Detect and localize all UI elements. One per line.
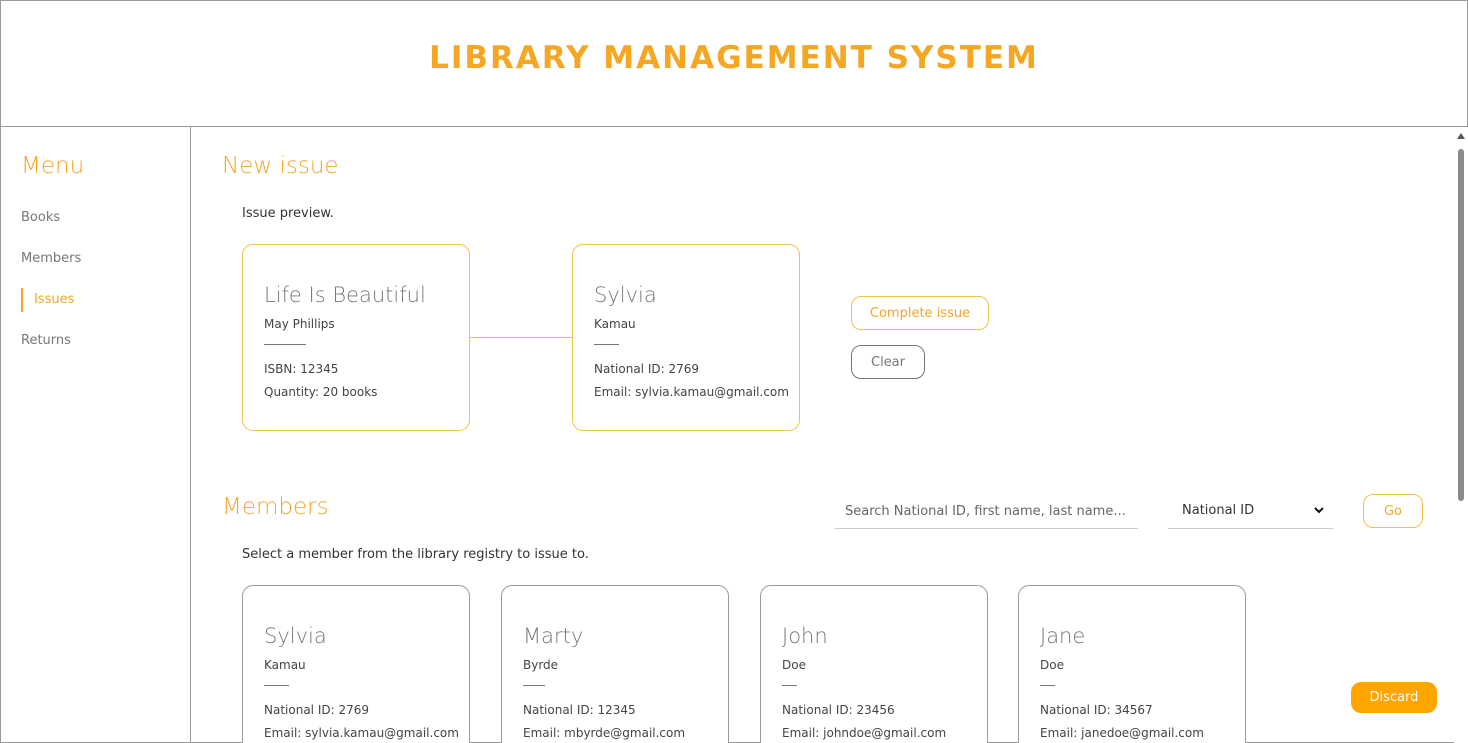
member-national-id: National ID: 34567: [1040, 703, 1153, 717]
member-card[interactable]: Sylvia Kamau National ID: 2769 Email: sy…: [242, 585, 470, 743]
arrow-up-icon[interactable]: [1457, 133, 1465, 139]
book-preview-card: Life Is Beautiful May Phillips ISBN: 123…: [242, 244, 470, 431]
divider: [264, 344, 306, 345]
divider: [523, 685, 545, 686]
search-filter-select[interactable]: National ID: [1168, 494, 1333, 529]
member-last-name: Kamau: [594, 317, 636, 331]
member-card[interactable]: Jane Doe National ID: 34567 Email: janed…: [1018, 585, 1246, 743]
book-author: May Phillips: [264, 317, 335, 331]
discard-button[interactable]: Discard: [1351, 682, 1437, 713]
main-content: New issue Issue preview. Life Is Beautif…: [192, 127, 1454, 743]
members-instruction-text: Select a member from the library registr…: [242, 547, 589, 562]
sidebar-item-returns[interactable]: Returns: [21, 333, 71, 348]
member-first-name: Sylvia: [264, 624, 327, 648]
member-last-name: Doe: [782, 658, 806, 672]
member-national-id: National ID: 2769: [594, 362, 699, 376]
sidebar-item-members[interactable]: Members: [21, 251, 82, 266]
complete-issue-button[interactable]: Complete issue: [851, 296, 989, 330]
member-last-name: Byrde: [523, 658, 559, 672]
members-title: Members: [222, 494, 329, 520]
member-first-name: Marty: [523, 624, 584, 648]
search-filter-value: National ID: [1182, 503, 1255, 518]
member-email: Email: johndoe@gmail.com: [782, 726, 947, 740]
clear-button[interactable]: Clear: [851, 345, 925, 379]
member-last-name: Doe: [1040, 658, 1064, 672]
sidebar-item-books[interactable]: Books: [21, 210, 61, 225]
preview-connector: [469, 337, 572, 338]
book-title: Life Is Beautiful: [264, 283, 426, 307]
member-search-input[interactable]: [835, 494, 1138, 529]
member-card[interactable]: John Doe National ID: 23456 Email: johnd…: [760, 585, 988, 743]
member-email: Email: janedoe@gmail.com: [1040, 726, 1204, 740]
member-email: Email: mbyrde@gmail.com: [523, 726, 686, 740]
member-first-name: Sylvia: [594, 283, 657, 307]
book-isbn: ISBN: 12345: [264, 362, 339, 376]
member-card[interactable]: Marty Byrde National ID: 12345 Email: mb…: [501, 585, 729, 743]
member-national-id: National ID: 23456: [782, 703, 895, 717]
member-preview-card: Sylvia Kamau National ID: 2769 Email: sy…: [572, 244, 800, 431]
member-national-id: National ID: 12345: [523, 703, 636, 717]
menu-title: Menu: [21, 153, 85, 179]
member-first-name: Jane: [1040, 624, 1086, 648]
member-email: Email: sylvia.kamau@gmail.com: [594, 385, 789, 399]
scrollbar-thumb[interactable]: [1458, 149, 1464, 501]
go-button[interactable]: Go: [1363, 494, 1423, 528]
divider: [264, 685, 289, 686]
divider: [782, 685, 797, 686]
member-first-name: John: [782, 624, 828, 648]
divider: [1040, 685, 1055, 686]
member-email: Email: sylvia.kamau@gmail.com: [264, 726, 459, 740]
chevron-down-icon: [1314, 507, 1324, 514]
issue-preview-text: Issue preview.: [242, 206, 334, 221]
new-issue-title: New issue: [222, 153, 339, 179]
header: LIBRARY MANAGEMENT SYSTEM: [0, 0, 1468, 127]
sidebar: Menu Books Members Issues Returns: [0, 127, 191, 743]
main-scrollbar[interactable]: [1454, 127, 1468, 743]
member-last-name: Kamau: [264, 658, 306, 672]
app-title: LIBRARY MANAGEMENT SYSTEM: [429, 40, 1039, 76]
divider: [594, 344, 619, 345]
book-quantity: Quantity: 20 books: [264, 385, 378, 399]
sidebar-item-issues[interactable]: Issues: [21, 288, 74, 312]
member-national-id: National ID: 2769: [264, 703, 369, 717]
